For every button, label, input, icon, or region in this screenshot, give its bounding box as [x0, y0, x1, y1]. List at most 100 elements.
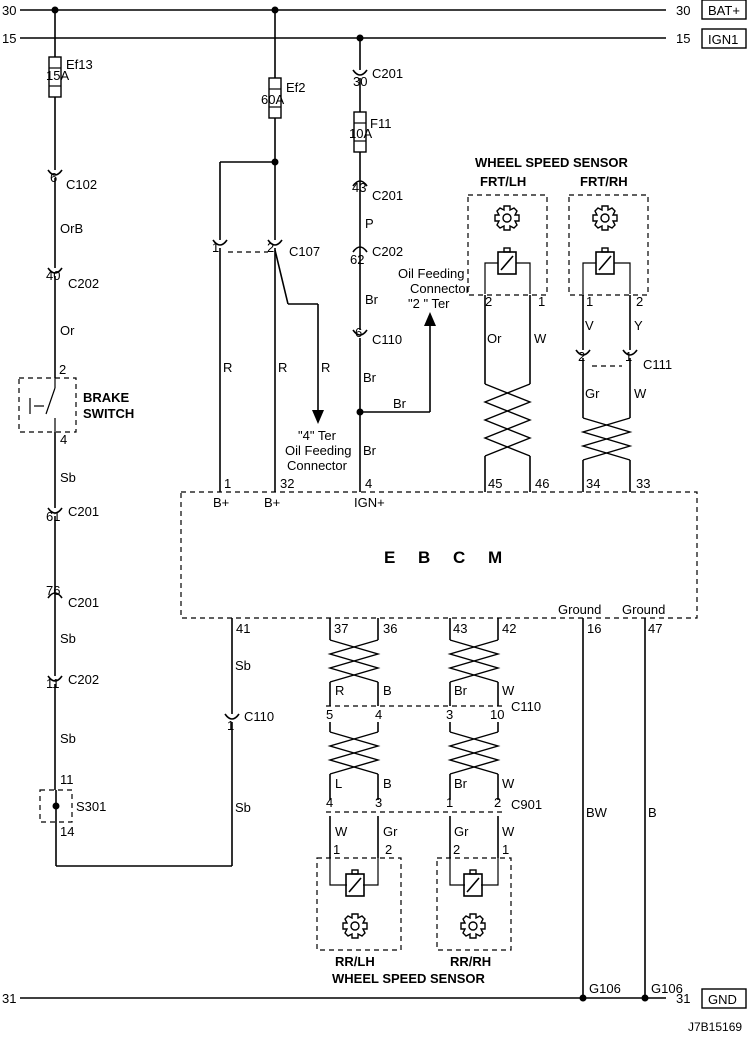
c111-wire-right: W — [634, 386, 647, 401]
connector-c201-30 — [352, 69, 368, 76]
wire-upper-br: Br — [454, 683, 468, 698]
fuse-f11-rating: 10A — [349, 126, 372, 141]
rr-rh-coil-icon — [463, 869, 483, 897]
c102-label: C102 — [66, 177, 97, 192]
bat-rail-label: BAT+ — [708, 3, 740, 18]
frt-lh-label: FRT/LH — [480, 174, 526, 189]
c110-pin-3: 3 — [446, 707, 453, 722]
ebcm-pin-16: 16 — [587, 621, 601, 636]
fuse-ef2-rating: 60A — [261, 92, 284, 107]
gnd-rail-left-number: 31 — [2, 991, 16, 1006]
c901-pin-4: 4 — [326, 795, 333, 810]
c201-76-pin: 76 — [46, 583, 60, 598]
ebcm-pin-32-label: B+ — [264, 495, 280, 510]
wire-r-2: R — [278, 360, 287, 375]
front-wheel-speed-sensors: WHEEL SPEED SENSOR FRT/LH FRT/RH 2 1 Or … — [467, 155, 672, 492]
c201-43-label: C201 — [372, 188, 403, 203]
wire-br-branch: Br — [393, 396, 407, 411]
ebcm-module: E B C M 1 B+ 32 B+ 4 IGN+ 45 46 34 33 41… — [180, 476, 698, 636]
c110-pin-4: 4 — [375, 707, 382, 722]
c110-6-label: C110 — [372, 332, 402, 347]
rr-lh-coil-icon — [345, 869, 365, 897]
ebcm-pin-1: 1 — [224, 476, 231, 491]
c110-row-label: C110 — [511, 699, 541, 714]
rr-rh-sensor — [436, 857, 512, 951]
c901-pin-2: 2 — [494, 795, 501, 810]
c110-6-pin: 6 — [355, 325, 362, 340]
c202-11-pin: 11 — [46, 676, 60, 691]
rr-lh-pin-right: 2 — [385, 842, 392, 857]
wire-sb-2: Sb — [60, 631, 76, 646]
c111-pin-2 — [575, 349, 591, 356]
ebcm-pin-34: 34 — [586, 476, 600, 491]
s301-pin-11: 11 — [60, 772, 74, 787]
wire-upper-w: W — [502, 683, 515, 698]
c202-62-pin: 62 — [350, 252, 364, 267]
rr-rh-label: RR/RH — [450, 954, 491, 969]
oil-connector-2-line2: Connector — [410, 281, 471, 296]
ebcm-pin-33: 33 — [636, 476, 650, 491]
connector-c202-62 — [352, 246, 368, 253]
rr-lh-pin-left: 1 — [333, 842, 340, 857]
c201-61-label: C201 — [68, 504, 99, 519]
wire-lower-b: B — [383, 776, 392, 791]
wire-r-3: R — [321, 360, 330, 375]
ign-rail-label: IGN1 — [708, 32, 738, 47]
c111-pin-left-num: 2 — [578, 349, 585, 364]
c107-pin-1-num: 1 — [212, 240, 219, 255]
wire-upper-r: R — [335, 683, 344, 698]
c901-pin-1: 1 — [446, 795, 453, 810]
rr-lh-sensor — [316, 857, 402, 951]
frt-rh-pin-right: 2 — [636, 294, 643, 309]
c111-wire-left: Gr — [585, 386, 600, 401]
bat-rail: 30 30 BAT+ — [2, 0, 747, 20]
ground-wire-b: B — [648, 805, 657, 820]
oil-connector-4-line3: Connector — [287, 458, 348, 473]
c201-30-label: C201 — [372, 66, 403, 81]
s301-pin-14: 14 — [60, 824, 74, 839]
ebcm-title: E B C M — [384, 548, 511, 567]
brake-switch-pin-2: 2 — [59, 362, 66, 377]
ebcm-pin-37: 37 — [334, 621, 348, 636]
c102-pin: 6 — [50, 170, 57, 185]
brake-switch-pin-4: 4 — [60, 432, 67, 447]
c107-pin-1 — [212, 239, 228, 246]
frt-rh-sensor — [568, 194, 649, 296]
c111-pin-1 — [622, 349, 638, 356]
bat-rail-right-number: 30 — [676, 3, 690, 18]
connector-c201-76 — [47, 592, 63, 599]
c110-1-pin: 1 — [227, 718, 234, 733]
wire-r-1: R — [223, 360, 232, 375]
pin-41-circuit: Sb 1 C110 Sb — [224, 618, 274, 866]
rear-sensor-harness: R B Br W 5 4 3 10 C110 L B Br W 4 3 1 2 … — [316, 618, 542, 986]
rear-wire-w-1: W — [335, 824, 348, 839]
wire-br-1: Br — [365, 292, 379, 307]
figure-id: J7B15169 — [688, 1020, 742, 1034]
s301-label: S301 — [76, 799, 106, 814]
connector-c201-61 — [47, 507, 63, 514]
rr-rh-pin-right: 1 — [502, 842, 509, 857]
rr-lh-label: RR/LH — [335, 954, 375, 969]
frt-rh-coil-icon — [595, 247, 615, 275]
connector-c202-40 — [47, 267, 63, 274]
connector-c102 — [47, 169, 63, 176]
ebcm-pin-41: 41 — [236, 621, 250, 636]
wire-sb-1: Sb — [60, 470, 76, 485]
frt-lh-coil-icon — [497, 247, 517, 275]
c901-pin-3: 3 — [375, 795, 382, 810]
rear-wire-gr-2: Gr — [454, 824, 469, 839]
connector-c110-1 — [224, 713, 240, 720]
oil-connector-2-line3: "2 " Ter — [408, 296, 450, 311]
frt-lh-wire-left: Or — [487, 331, 502, 346]
c110-1-label: C110 — [244, 709, 274, 724]
gnd-rail-label: GND — [708, 992, 737, 1007]
fuse-ef2-name: Ef2 — [286, 80, 306, 95]
oil-connector-4-line2: Oil Feeding — [285, 443, 351, 458]
c202-11-label: C202 — [68, 672, 99, 687]
frt-lh-twisted-pair — [484, 383, 531, 457]
c202-40-label: C202 — [68, 276, 99, 291]
frt-rh-pin-left: 1 — [586, 294, 593, 309]
ebcm-pin-42: 42 — [502, 621, 516, 636]
ign-rail: 15 15 IGN1 — [2, 28, 747, 49]
